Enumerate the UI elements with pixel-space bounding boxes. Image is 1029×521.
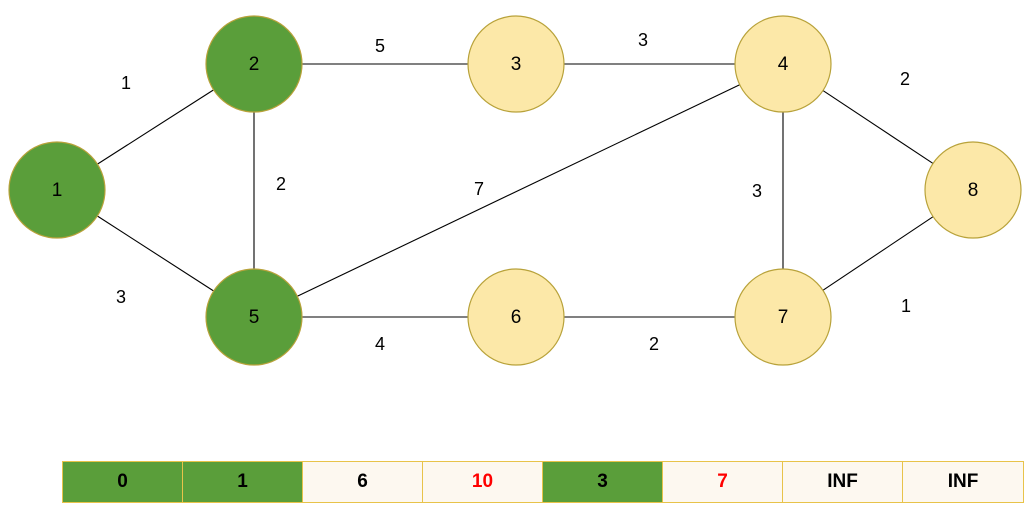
edge-weight-4-5: 7 xyxy=(474,179,484,199)
node-8[interactable] xyxy=(924,141,1022,239)
edge-weight-4-8: 2 xyxy=(900,69,910,89)
distance-cell-6: 7 xyxy=(663,462,783,502)
edge-4-5 xyxy=(297,84,740,297)
edge-weight-7-8: 1 xyxy=(901,296,911,316)
node-label-1: 1 xyxy=(52,180,63,201)
distance-cell-8: INF xyxy=(903,462,1023,502)
node-6[interactable] xyxy=(467,268,565,366)
node-label-3: 3 xyxy=(511,54,522,75)
node-7[interactable] xyxy=(734,268,832,366)
node-1[interactable] xyxy=(8,141,106,239)
node-label-2: 2 xyxy=(249,54,260,75)
node-2[interactable] xyxy=(205,15,303,113)
edge-weights-group: 1 3 5 2 3 2 7 3 4 2 1 xyxy=(116,30,911,354)
edge-7-8 xyxy=(822,216,934,291)
distance-cell-2: 1 xyxy=(183,462,303,502)
edge-weight-6-7: 2 xyxy=(649,334,659,354)
edge-weight-1-5: 3 xyxy=(116,287,126,307)
node-3[interactable] xyxy=(467,15,565,113)
distance-cell-4: 10 xyxy=(423,462,543,502)
node-label-8: 8 xyxy=(968,180,979,201)
node-4[interactable] xyxy=(734,15,832,113)
node-label-4: 4 xyxy=(778,54,789,75)
edge-weight-1-2: 1 xyxy=(121,73,131,93)
edge-4-8 xyxy=(822,90,934,164)
edge-weight-4-7: 3 xyxy=(752,181,762,201)
edge-weight-3-4: 3 xyxy=(638,30,648,50)
node-label-6: 6 xyxy=(511,307,522,328)
edge-1-2 xyxy=(97,89,214,165)
distance-cell-5: 3 xyxy=(543,462,663,502)
distance-cell-1: 0 xyxy=(63,462,183,502)
node-5[interactable] xyxy=(205,268,303,366)
node-label-5: 5 xyxy=(249,307,260,328)
edge-weight-5-6: 4 xyxy=(375,334,385,354)
edge-weight-2-3: 5 xyxy=(375,36,385,56)
nodes-group: 1 2 3 4 5 6 7 8 xyxy=(8,15,1022,366)
edge-weight-2-5: 2 xyxy=(276,174,286,194)
edges-group xyxy=(97,63,934,318)
distance-cell-3: 6 xyxy=(303,462,423,502)
edge-1-5 xyxy=(97,215,214,292)
distance-cell-7: INF xyxy=(783,462,903,502)
node-label-7: 7 xyxy=(778,307,789,328)
